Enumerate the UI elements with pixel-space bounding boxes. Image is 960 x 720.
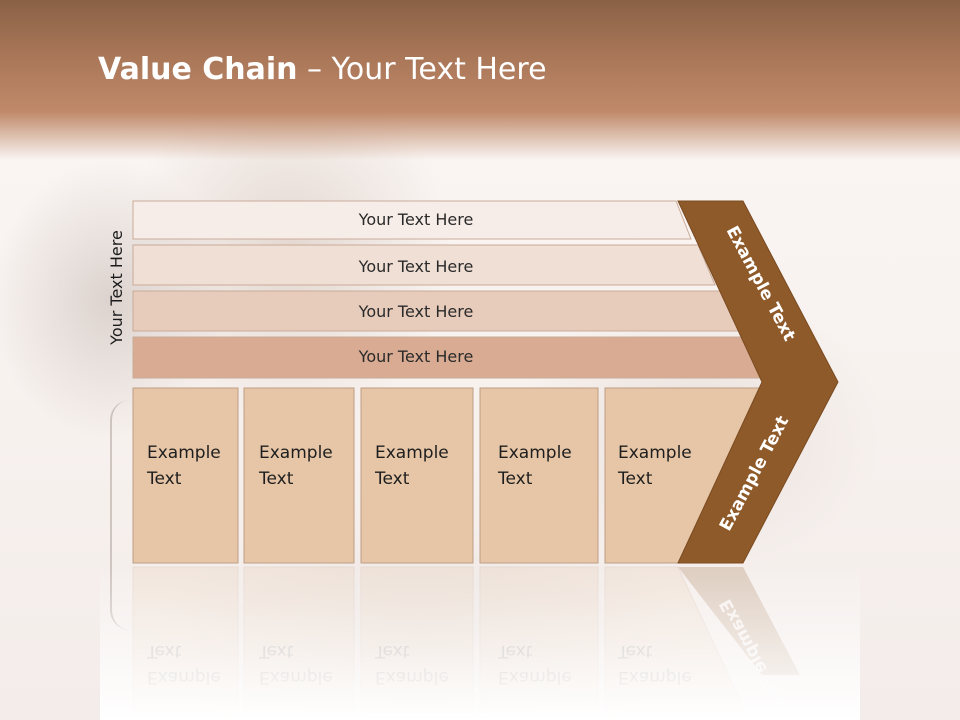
support-bar[interactable]: Your Text Here	[132, 244, 716, 286]
primary-box-line2: Text	[497, 469, 533, 489]
primary-box-line1: Example	[618, 443, 692, 463]
title-rest: – Your Text Here	[297, 52, 547, 87]
primary-box-line2: Text	[617, 469, 653, 489]
primary-box[interactable]: Example Text	[360, 387, 474, 564]
support-activities: Your Text Here Your Text Here Your Text …	[132, 200, 764, 379]
primary-box-line1: Example	[147, 443, 221, 463]
reflection-fade	[100, 566, 860, 720]
title-bold: Value Chain	[98, 52, 298, 87]
primary-box[interactable]: Example Text	[132, 387, 239, 564]
support-bar[interactable]: Your Text Here	[132, 290, 740, 332]
primary-box-shape	[132, 387, 239, 564]
support-bar[interactable]: Your Text Here	[132, 200, 692, 240]
support-bar[interactable]: Your Text Here	[132, 336, 764, 379]
primary-box-shape	[243, 387, 355, 564]
margin-arrow-shape	[677, 200, 839, 564]
primary-box[interactable]: Example Text	[243, 387, 355, 564]
primary-box-line2: Text	[374, 469, 410, 489]
support-bar-shape	[132, 244, 716, 286]
support-bar-label: Your Text Here	[358, 257, 474, 276]
support-bar-label: Your Text Here	[358, 210, 474, 229]
primary-box-shape	[360, 387, 474, 564]
support-bar-label: Your Text Here	[358, 347, 474, 366]
primary-box-line2: Text	[146, 469, 182, 489]
support-bar-label: Your Text Here	[358, 302, 474, 321]
headset-wire-decoration	[110, 400, 142, 630]
primary-box-line1: Example	[498, 443, 572, 463]
primary-box-line2: Text	[258, 469, 294, 489]
primary-box-shape	[479, 387, 599, 564]
primary-box[interactable]: Example Text	[479, 387, 599, 564]
primary-box-line1: Example	[375, 443, 449, 463]
slide-title: Value Chain – Your Text Here	[98, 52, 547, 87]
primary-box-line1: Example	[259, 443, 333, 463]
header-band	[0, 0, 960, 160]
primary-box[interactable]: Example Text	[604, 387, 761, 564]
support-bar-shape	[132, 200, 692, 240]
primary-activities: Example Text Example Text Example Text E…	[132, 387, 761, 564]
